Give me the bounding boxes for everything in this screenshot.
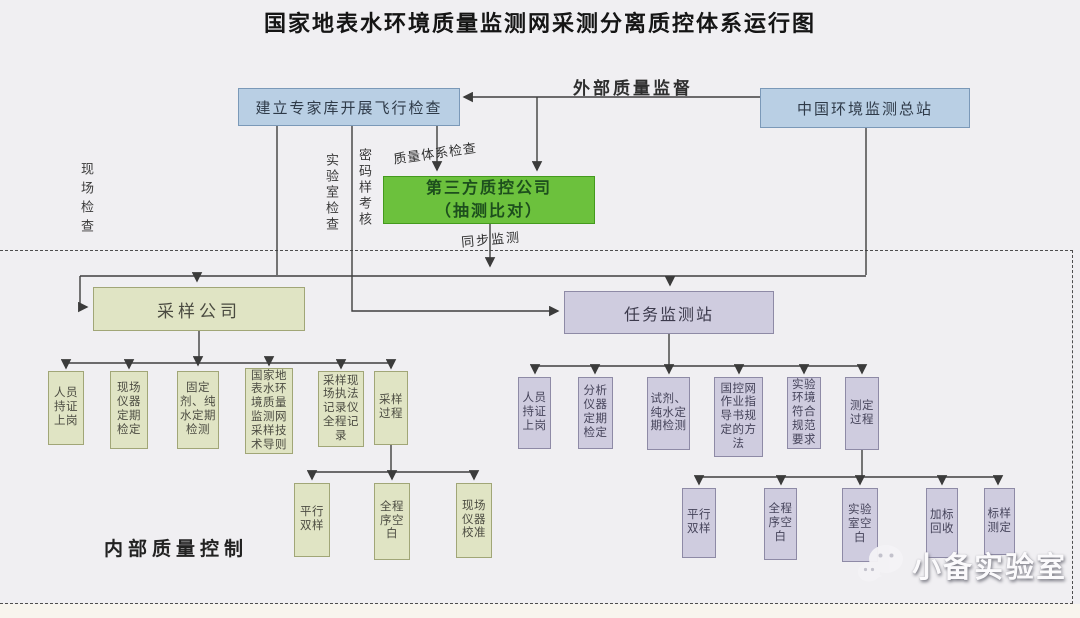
sampling-qc-field-instrument-calibration: 现场仪器校准 (456, 483, 492, 558)
sampling-qc-parallel-samples: 平行双样 (294, 483, 330, 557)
station-qc-standard-sample: 标样测定 (984, 488, 1015, 555)
station-qc-full-procedure-blank: 全程序空白 (764, 488, 797, 560)
station-qc-lab-blank: 实验室空白 (842, 488, 878, 562)
bottom-strip (0, 604, 1080, 618)
third-party-qc-line1: 第三方质控公司 (425, 179, 552, 197)
watermark-text: 小备实验室 (912, 552, 1068, 584)
wechat-icon (858, 545, 903, 582)
label-external-supervision: 外部质量监督 (573, 79, 693, 98)
sampling-process-box: 采样过程 (374, 371, 408, 445)
station-measure-work-instruction-methods: 国控网作业指导书规定的方法 (714, 377, 763, 457)
sampling-measure-field-instrument-verification: 现场仪器定期检定 (110, 371, 148, 449)
third-party-qc-line2: （抽测比对） (434, 203, 543, 220)
watermark: 小备实验室 (856, 542, 1067, 588)
label-onsite-check: 现场检查 (79, 162, 94, 238)
label-synchronous-monitoring: 同步监测 (460, 229, 522, 250)
sampling-measure-certified-personnel: 人员持证上岗 (48, 371, 84, 445)
third-party-qc-box: 第三方质控公司 （抽测比对） (383, 176, 595, 224)
station-qc-parallel-samples: 平行双样 (682, 488, 716, 558)
expert-pool-flight-check-box: 建立专家库开展飞行检查 (238, 88, 460, 126)
sampling-measure-technical-guideline: 国家地表水环境质量监测网采样技术导则 (245, 368, 293, 454)
label-internal-quality-control: 内部质量控制 (104, 539, 249, 560)
task-station-box: 任务监测站 (564, 291, 774, 334)
station-measure-lab-environment: 实验环境符合规范要求 (787, 377, 821, 449)
station-qc-spike-recovery: 加标回收 (926, 488, 958, 558)
station-measure-analyzer-verification: 分析仪器定期检定 (578, 377, 613, 449)
label-quality-system-check: 质量体系检查 (392, 140, 478, 167)
station-measure-certified-personnel: 人员持证上岗 (518, 377, 551, 449)
label-laboratory-check: 实验室检查 (324, 153, 339, 233)
measurement-process-box: 测定过程 (845, 377, 879, 450)
label-password-sample-assessment: 密码样考核 (357, 148, 372, 228)
sampling-measure-fixative-purewater-test: 固定剂、纯水定期检测 (177, 371, 219, 449)
station-measure-reagent-purewater-test: 试剂、纯水定期检测 (647, 377, 690, 450)
page-title: 国家地表水环境质量监测网采测分离质控体系运行图 (263, 11, 816, 36)
sampling-measure-bodycam-recording: 采样现场执法记录仪全程记录 (318, 371, 364, 447)
sampling-qc-full-procedure-blank: 全程序空白 (374, 483, 410, 560)
sampling-company-box: 采样公司 (93, 287, 305, 331)
cnemc-box: 中国环境监测总站 (760, 88, 970, 128)
